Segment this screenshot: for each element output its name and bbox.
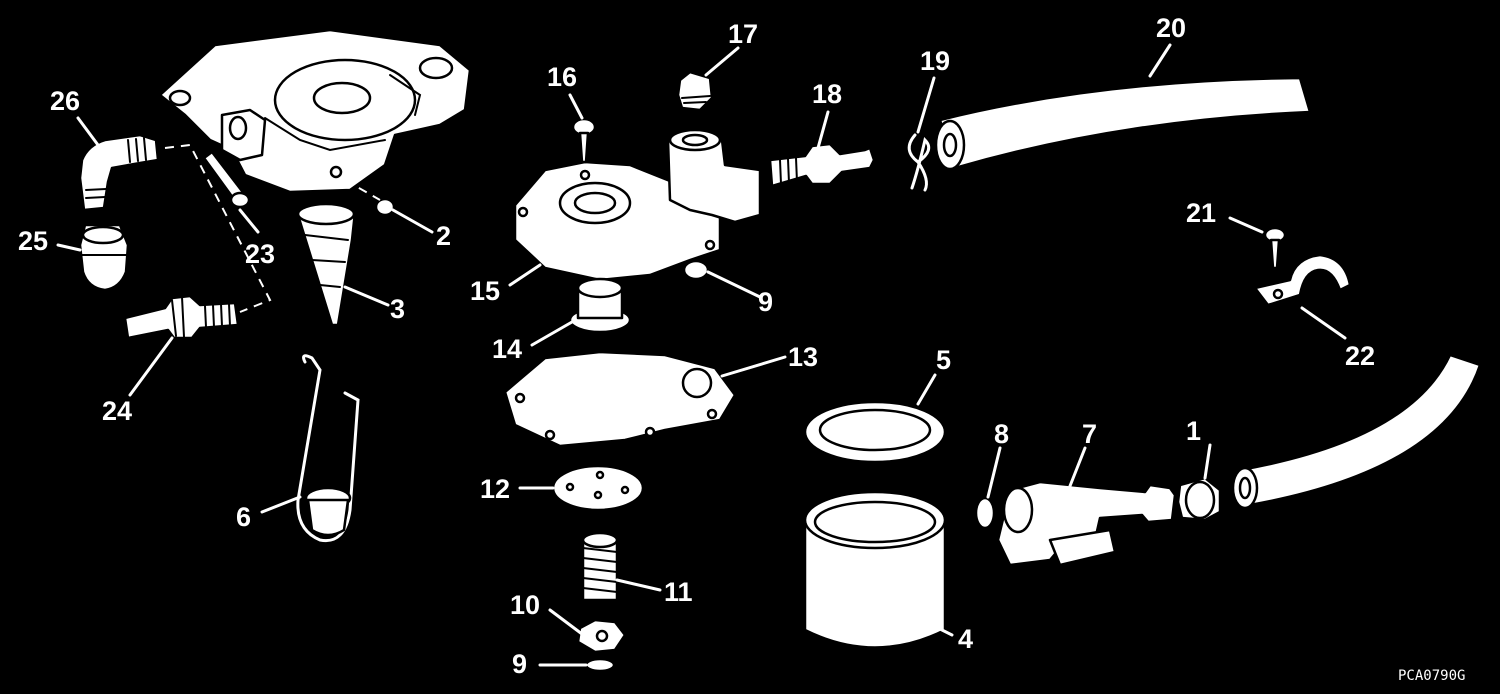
- plug-9-upper-part: [682, 259, 710, 281]
- callout-25: 25: [18, 226, 48, 256]
- callout-6: 6: [236, 502, 251, 532]
- screw-21-part: [1263, 226, 1287, 270]
- check-valve-part: [568, 277, 632, 334]
- callout-22: 22: [1345, 341, 1375, 371]
- screw-16-part: [571, 117, 597, 164]
- filter-head-part: [996, 480, 1177, 567]
- callout-13: 13: [788, 342, 818, 372]
- callout-15: 15: [470, 276, 500, 306]
- bail-wire-part: [296, 354, 360, 543]
- callout-1: 1: [1186, 416, 1201, 446]
- callout-7: 7: [1082, 419, 1097, 449]
- assembly-guide-lines: [164, 143, 381, 313]
- o-ring-8-part: [974, 496, 996, 530]
- callout-9-lower: 9: [512, 649, 527, 679]
- plug-2-part: [374, 197, 396, 217]
- nut-part: [1176, 476, 1222, 522]
- callout-2: 2: [436, 221, 451, 251]
- callout-4: 4: [958, 624, 973, 654]
- callout-20: 20: [1156, 13, 1186, 43]
- filter-bowl-part: [803, 490, 947, 649]
- callout-8: 8: [994, 419, 1009, 449]
- callout-14: 14: [492, 334, 522, 364]
- diaphragm-part: [503, 350, 737, 448]
- pipe-plug-part: [676, 70, 714, 112]
- screw-23-part: [202, 150, 251, 209]
- pump-cover-part: [513, 128, 762, 282]
- outlet-fitting-part: [768, 142, 876, 188]
- callout-9-upper: 9: [758, 287, 773, 317]
- filter-gasket-part: [803, 400, 947, 467]
- plate-part: [551, 464, 645, 512]
- figure-code: PCA0790G: [1398, 668, 1465, 684]
- inlet-fitting-part: [123, 294, 240, 340]
- o-ring-9-lower-part: [584, 657, 616, 673]
- hose-clip-part: [1253, 253, 1352, 307]
- callout-10: 10: [510, 590, 540, 620]
- callout-5: 5: [936, 345, 951, 375]
- leader-lines: [56, 43, 1347, 667]
- callout-16: 16: [547, 62, 577, 92]
- filter-screen-part: [296, 202, 357, 327]
- callout-19: 19: [920, 46, 950, 76]
- fuel-hose-lower-part: [1231, 353, 1482, 510]
- elbow-fitting-part: [78, 133, 160, 212]
- callout-12: 12: [480, 474, 510, 504]
- callout-11: 11: [664, 577, 693, 607]
- callout-3: 3: [390, 294, 405, 324]
- cap-nut-part: [78, 223, 130, 292]
- callout-labels: 1 2 3 4 5 6 7 8 9 9 10 11 12 13 14 15 16…: [18, 13, 1375, 679]
- pump-body-part: [158, 28, 472, 194]
- fuel-hose-upper-part: [934, 76, 1312, 171]
- callout-17: 17: [728, 19, 758, 49]
- callout-23: 23: [245, 239, 275, 269]
- callout-24: 24: [102, 396, 132, 426]
- plug-10-part: [576, 618, 627, 654]
- callout-21: 21: [1186, 198, 1216, 228]
- spring-part: [581, 531, 619, 602]
- callout-26: 26: [50, 86, 80, 116]
- hose-clamp-part: [907, 133, 931, 192]
- callout-18: 18: [812, 79, 842, 109]
